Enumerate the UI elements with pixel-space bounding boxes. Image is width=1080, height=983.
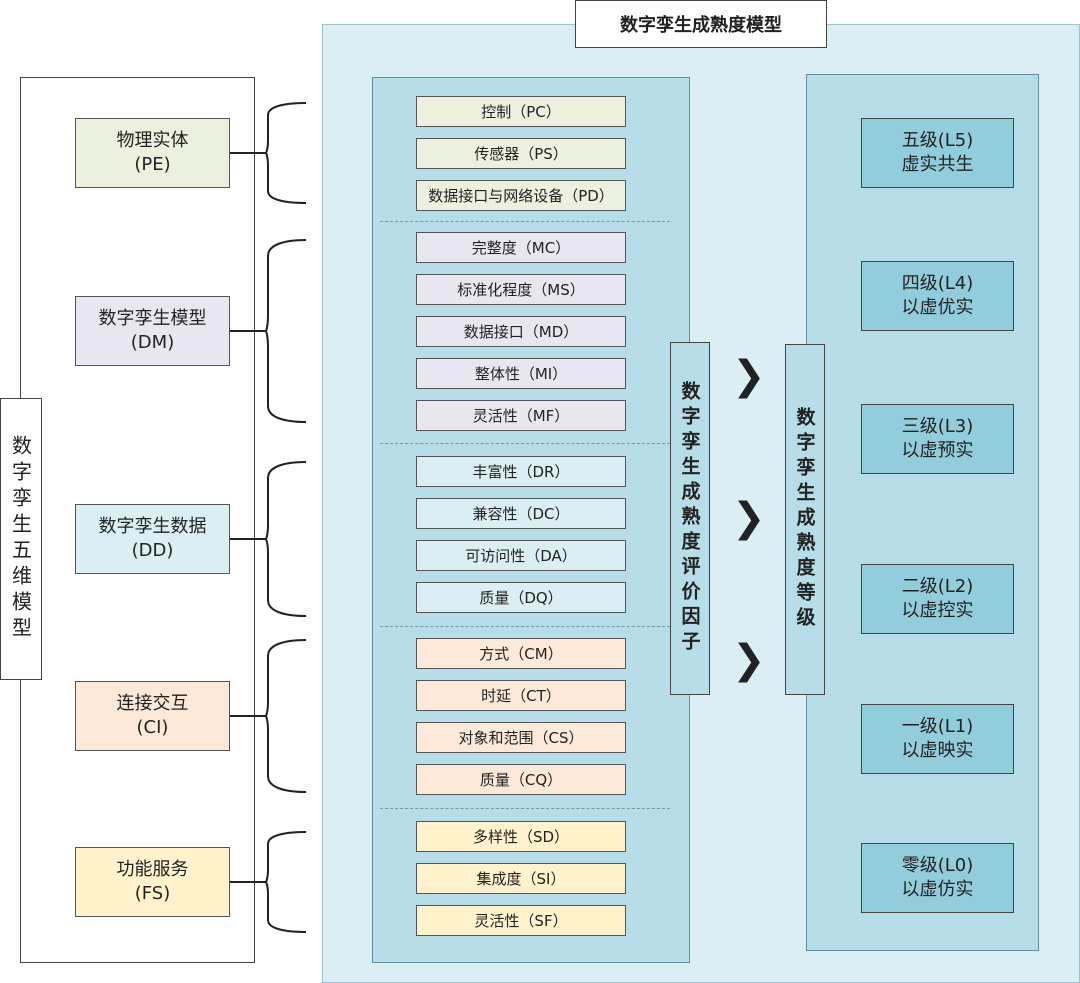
level-name: 以虚优实 — [901, 297, 974, 318]
dimension-name: 功能服务 — [116, 859, 189, 880]
level-grade: 零级(L0) — [901, 855, 974, 876]
dimension-dm: 数字孪生模型 (DM) — [75, 296, 230, 366]
level-grade: 一级(L1) — [901, 716, 974, 737]
maturity-level-label-box: 数字孪生成熟度等级 — [785, 344, 825, 695]
dimension-fs: 功能服务 (FS) — [75, 847, 230, 917]
factor-item: 集成度（SI） — [416, 863, 626, 894]
group-divider — [380, 808, 670, 809]
dimension-name: 物理实体 — [116, 130, 189, 151]
factor-item: 数据接口与网络设备（PD） — [416, 180, 626, 211]
factor-item: 控制（PC） — [416, 96, 626, 127]
diagram-title: 数字孪生成熟度模型 — [575, 0, 827, 48]
dimension-code: (DD) — [131, 540, 174, 561]
eval-factor-label-box: 数字孪生成熟度评价因子 — [670, 342, 710, 695]
group-divider — [380, 626, 670, 627]
chevron-right-icon: ❯ — [732, 495, 766, 541]
dimension-name: 数字孪生模型 — [98, 308, 207, 329]
maturity-level-panel — [806, 74, 1039, 951]
factor-item: 方式（CM） — [416, 638, 626, 669]
level-grade: 四级(L4) — [901, 273, 974, 294]
level-name: 虚实共生 — [901, 154, 974, 175]
chevron-right-icon: ❯ — [732, 353, 766, 399]
factor-item: 数据接口（MD） — [416, 316, 626, 347]
dimension-name: 连接交互 — [116, 693, 189, 714]
maturity-level: 零级(L0) 以虚仿实 — [861, 843, 1014, 913]
dimension-code: (PE) — [134, 154, 171, 175]
level-grade: 五级(L5) — [901, 130, 974, 151]
maturity-level: 四级(L4) 以虚优实 — [861, 261, 1014, 331]
level-name: 以虚预实 — [901, 440, 974, 461]
dimension-code: (FS) — [134, 883, 171, 904]
brace-connectors — [230, 102, 307, 933]
factor-item: 质量（DQ） — [416, 582, 626, 613]
dimension-pe: 物理实体 (PE) — [75, 118, 230, 188]
level-grade: 二级(L2) — [901, 576, 974, 597]
level-name: 以虚控实 — [901, 600, 974, 621]
factor-item: 多样性（SD） — [416, 821, 626, 852]
factor-item: 质量（CQ） — [416, 764, 626, 795]
maturity-level: 二级(L2) 以虚控实 — [861, 564, 1014, 634]
factor-item: 丰富性（DR） — [416, 456, 626, 487]
factor-item: 完整度（MC） — [416, 232, 626, 263]
maturity-level: 一级(L1) 以虚映实 — [861, 704, 1014, 774]
factor-item: 时延（CT） — [416, 680, 626, 711]
maturity-level: 五级(L5) 虚实共生 — [861, 118, 1014, 188]
factor-item: 标准化程度（MS） — [416, 274, 626, 305]
level-grade: 三级(L3) — [901, 416, 974, 437]
dimension-name: 数字孪生数据 — [98, 516, 207, 537]
dimension-code: (DM) — [130, 332, 175, 353]
factor-item: 整体性（MI） — [416, 358, 626, 389]
group-divider — [380, 443, 670, 444]
dimension-ci: 连接交互 (CI) — [75, 681, 230, 751]
factor-item: 传感器（PS） — [416, 138, 626, 169]
factor-item: 兼容性（DC） — [416, 498, 626, 529]
five-dim-label: 数字孪生五维模型 — [0, 398, 42, 680]
factor-item: 灵活性（MF） — [416, 400, 626, 431]
dimension-code: (CI) — [136, 717, 169, 738]
level-name: 以虚仿实 — [901, 879, 974, 900]
factor-item: 可访问性（DA） — [416, 540, 626, 571]
maturity-level: 三级(L3) 以虚预实 — [861, 404, 1014, 474]
factor-item: 灵活性（SF） — [416, 905, 626, 936]
chevron-right-icon: ❯ — [732, 637, 766, 683]
group-divider — [380, 221, 670, 222]
dimension-dd: 数字孪生数据 (DD) — [75, 504, 230, 574]
factor-item: 对象和范围（CS） — [416, 722, 626, 753]
level-name: 以虚映实 — [901, 740, 974, 761]
